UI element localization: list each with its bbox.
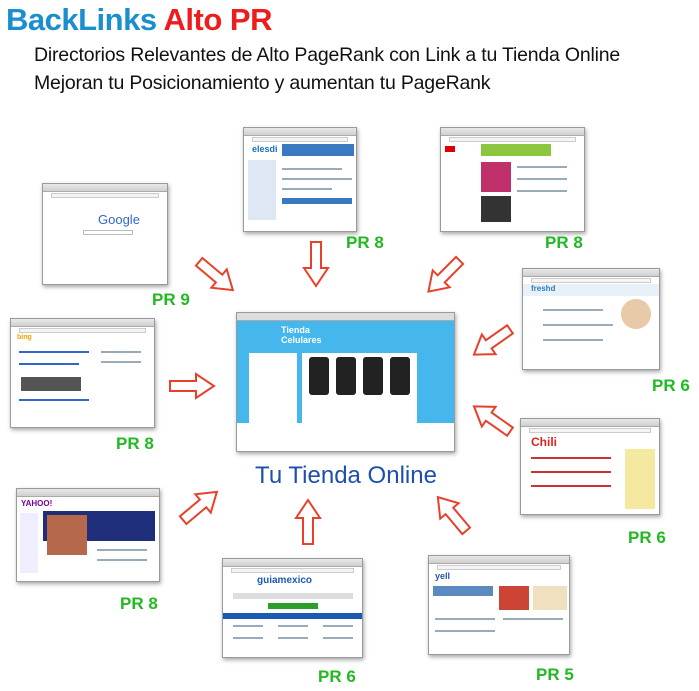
pr-label-yahoo: PR 8 (120, 594, 158, 613)
pr-label-google: PR 9 (152, 290, 190, 309)
yahoo-thumbnail: YAHOO! (16, 488, 160, 582)
arrow-icon (464, 394, 519, 444)
freshd-thumbnail: freshd (522, 268, 660, 370)
chili-thumbnail: Chili (520, 418, 660, 515)
tienda-celulares-thumbnail: Tienda Celulares (236, 312, 455, 452)
pr-label-bing: PR 8 (116, 434, 154, 453)
pr-label-chili: PR 6 (628, 528, 666, 547)
arrow-icon (189, 250, 244, 302)
page-title: BackLinks Alto PR (6, 2, 272, 37)
pr-label-elesdi: PR 8 (346, 233, 384, 252)
pr-label-guiamexico: PR 6 (318, 667, 356, 686)
subtitle-line-2: Mejoran tu Posicionamiento y aumentan tu… (34, 72, 491, 94)
pr-label-yell: PR 5 (536, 665, 574, 684)
arrow-icon (294, 498, 322, 546)
pr-label-freshd: PR 6 (652, 376, 690, 395)
arrow-icon (464, 317, 519, 367)
arrow-icon (173, 480, 228, 532)
arrow-icon (426, 487, 478, 542)
news-site-thumbnail (440, 127, 585, 232)
pr-label-news-site: PR 8 (545, 233, 583, 252)
bing-thumbnail: bing (10, 318, 155, 428)
subtitle-line-1: Directorios Relevantes de Alto PageRank … (34, 44, 621, 66)
elesdi-thumbnail: elesdi (243, 127, 357, 232)
arrow-icon (417, 249, 471, 303)
google-thumbnail: Google (42, 183, 168, 285)
yell-thumbnail: yell (428, 555, 570, 655)
guiamexico-thumbnail: guiamexico (222, 558, 363, 658)
arrow-icon (302, 240, 330, 288)
arrow-icon (168, 372, 216, 400)
center-label: Tu Tienda Online (255, 462, 437, 489)
